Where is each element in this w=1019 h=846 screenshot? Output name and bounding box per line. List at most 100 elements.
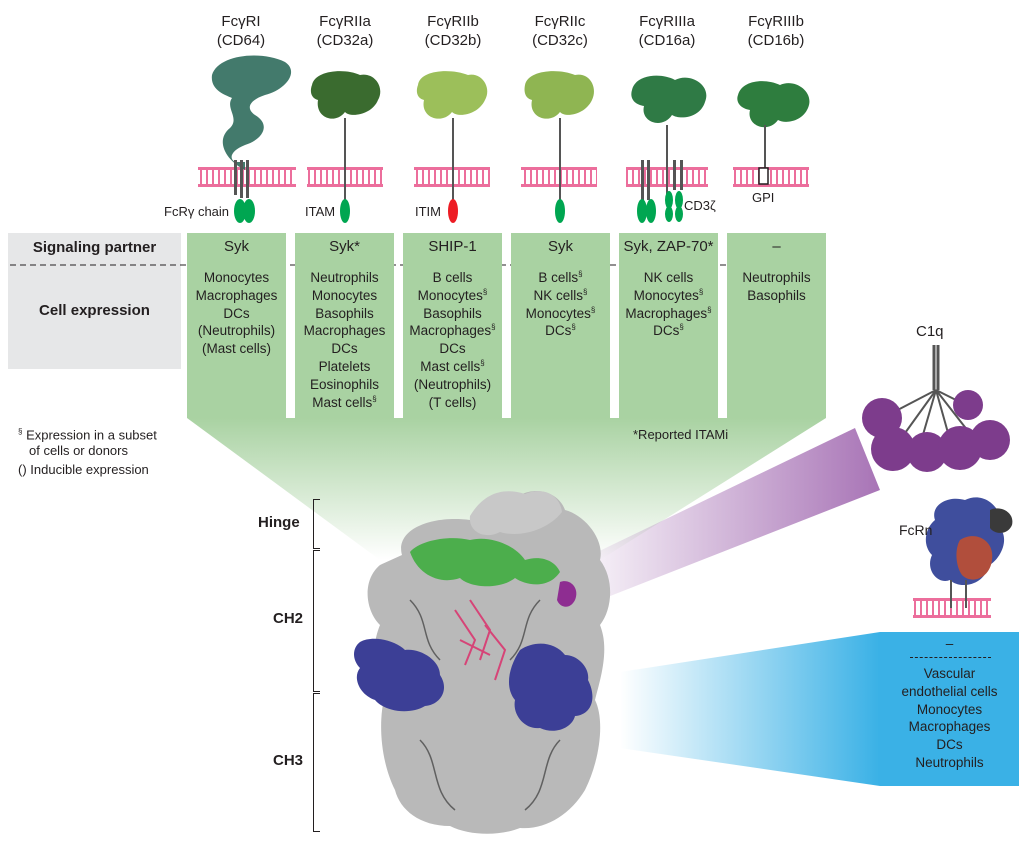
cell-type: Macrophages (195, 287, 278, 303)
signaling-partner: SHIP-1 (428, 238, 477, 255)
receptor-name: FcγRIIc (534, 13, 586, 30)
fcr-chain-label: FcRγ chain (164, 204, 230, 219)
receptor-header-fcgr2c: FcγRIIc (CD32c) (505, 12, 615, 50)
cell-type: DCs (439, 341, 466, 357)
itam-label: ITAM (305, 204, 336, 219)
row-label-panel (8, 233, 181, 369)
cell-type: NK cells§ (533, 287, 588, 303)
cell-type: Basophils (315, 305, 374, 321)
cell-type: endothelial cells (901, 683, 998, 699)
cell-type: DCs (331, 341, 358, 357)
receptor-cd: (CD64) (216, 32, 266, 49)
cell-type: DCs (223, 305, 250, 321)
cell-type: Basophils (747, 287, 806, 303)
cell-type: Neutrophils (742, 270, 811, 285)
receptor-header-fcgr2a: FcγRIIa (CD32a) (290, 12, 400, 50)
fcgr2c-structure (524, 71, 595, 223)
receptor-header-fcgr1: FcγRI (CD64) (186, 12, 296, 50)
cell-type: (Mast cells) (201, 341, 271, 357)
fcgr3a-structure (631, 75, 707, 223)
fcrn-signaling: – (945, 636, 954, 651)
receptor-box-fcgr2c: Syk B cells§NK cells§Monocytes§DCs§ (511, 233, 610, 418)
green-funnel (187, 418, 826, 560)
signaling-partner: – (772, 238, 781, 255)
cell-expression-label: Cell expression (39, 302, 150, 319)
cell-type: DCs (936, 737, 963, 753)
cell-type: Monocytes§ (633, 287, 704, 303)
signaling-partner-label: Signaling partner (32, 239, 157, 256)
cell-type: DCs§ (545, 322, 576, 339)
fcrn-divider (910, 657, 991, 658)
fcgr2a-structure (310, 71, 381, 223)
legend-subset: § Expression in a subset of cells or don… (18, 424, 188, 459)
cell-type: Mast cells§ (420, 358, 485, 374)
gpi-label: GPI (752, 190, 775, 205)
hinge-label: Hinge (258, 514, 300, 531)
cell-type: (Neutrophils) (197, 323, 276, 339)
fcrn-funnel (620, 632, 1019, 786)
itami-footnote: *Reported ITAMi (633, 427, 729, 442)
fcgr1-structure (211, 55, 292, 223)
receptor-cd: (CD16b) (747, 32, 805, 49)
legend-subset-line1: Expression in a subset (26, 427, 157, 443)
ch3-bracket (313, 693, 320, 832)
cell-type: Neutrophils (915, 754, 984, 770)
signaling-partner: Syk* (329, 238, 360, 255)
receptor-name: FcγRIIa (319, 13, 371, 30)
signaling-partner: Syk, ZAP-70* (623, 238, 714, 255)
receptor-header-fcgr3a: FcγRIIIa (CD16a) (612, 12, 722, 50)
fcgr3b-structure (737, 81, 810, 185)
cell-type: Vascular (923, 666, 976, 681)
receptor-cd: (CD32c) (532, 32, 588, 49)
signaling-partner: Syk (547, 238, 573, 255)
cell-type: Macrophages (908, 719, 991, 735)
cell-type: Monocytes (203, 270, 270, 285)
cell-type: (T cells) (428, 394, 477, 410)
cell-type: Basophils (423, 305, 482, 321)
fcrn-structure (925, 497, 1013, 608)
c1q-label: C1q (916, 323, 944, 340)
fcgr2b-structure (416, 71, 488, 223)
cell-type: Monocytes (916, 701, 983, 717)
fcrn-label: FcRn (899, 522, 933, 538)
cd3z-label: CD3ζ (684, 198, 716, 213)
itim-label: ITIM (415, 204, 441, 219)
cell-type: NK cells (643, 270, 694, 285)
signaling-partner: Syk (223, 238, 249, 255)
cell-type: Macrophages§ (625, 305, 712, 321)
cell-type: Monocytes (311, 287, 378, 303)
igg-fc-structure (354, 490, 611, 834)
receptor-name: FcγRIIb (427, 13, 479, 30)
cell-type: B cells (432, 270, 473, 285)
receptor-header-fcgr3b: FcγRIIIb (CD16b) (721, 12, 831, 50)
cell-type: Platelets (318, 358, 371, 374)
ch2-label: CH2 (273, 610, 304, 627)
receptor-cd: (CD32a) (316, 32, 374, 49)
ch3-label: CH3 (273, 752, 304, 769)
cell-type: (Neutrophils) (413, 376, 492, 392)
receptor-name: FcγRI (221, 13, 261, 30)
receptor-name: FcγRIIIb (748, 13, 804, 30)
legend-inducible: () Inducible expression (18, 462, 149, 477)
ch2-bracket (313, 550, 320, 692)
cell-type: B cells§ (538, 269, 583, 285)
receptor-name: FcγRIIIa (639, 13, 695, 30)
c1q-funnel (560, 428, 880, 600)
cell-list: B cells§NK cells§Monocytes§DCs§ (511, 269, 610, 340)
c1q-structure (862, 345, 1010, 472)
receptor-header-fcgr2b: FcγRIIb (CD32b) (398, 12, 508, 50)
receptor-cd: (CD16a) (638, 32, 696, 49)
cell-type: Eosinophils (309, 376, 380, 392)
